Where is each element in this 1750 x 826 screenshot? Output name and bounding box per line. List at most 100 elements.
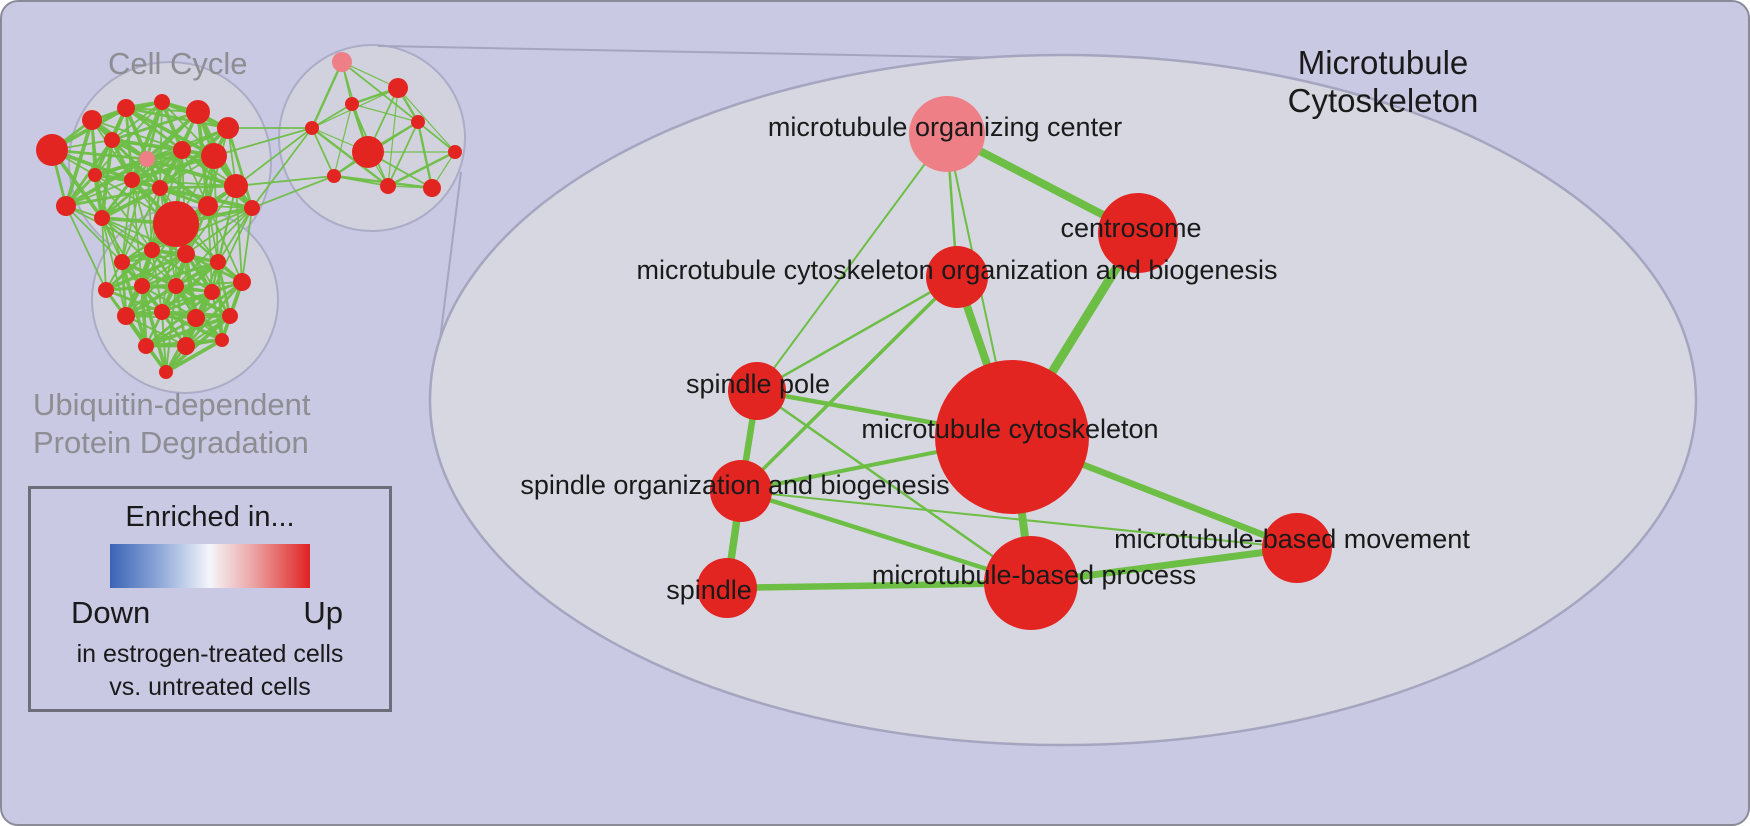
zoom-network-labels: microtubule organizing centercentrosomem… [520,112,1470,605]
mini-node [134,278,150,294]
mini-edge [311,127,389,187]
mini-edge [111,110,199,142]
mini-node [305,121,319,135]
mini-edge [101,186,161,220]
node-label-movement: microtubule-based movement [1114,524,1470,554]
mini-edge [341,61,399,89]
mini-node [222,308,238,324]
mini-edge [217,207,253,263]
mini-edge [120,261,148,347]
mini-node [352,136,384,168]
node-label-moc: microtubule organizing center [768,112,1122,142]
mini-edge [226,127,254,209]
mini-edge [105,252,187,292]
mini-node [327,169,341,183]
node-process [984,536,1078,630]
mini-node [36,134,68,166]
mini-node [187,309,205,327]
edge-org-pole [755,275,959,393]
mini-node [114,254,130,270]
ubiquitin-label-line1: Ubiquitin-dependent [33,387,311,422]
legend-title: Enriched in... [125,501,295,533]
legend-caption-line1: in estrogen-treated cells [76,640,344,668]
node-movement [1262,513,1332,583]
mini-edge [161,290,213,314]
node-label-org: microtubule cytoskeleton organization an… [637,255,1278,285]
zoom-network-nodes [697,96,1332,630]
mini-edge [241,207,253,283]
mini-node [139,151,155,167]
mini-node [117,99,135,117]
mini-edge [125,284,177,318]
zoom-title-line1: Microtubule [1297,44,1469,81]
mini-edge [333,103,353,177]
mini-edge [165,285,177,373]
mini-edge [141,253,187,287]
mini-edge [251,127,313,209]
mini-edge [341,61,419,123]
mini-edge [131,154,215,182]
mini-node [56,196,76,216]
mini-node [124,172,140,188]
mini-node [98,282,114,298]
cell-cycle-cluster-label: Cell Cycle [108,46,248,81]
mini-node [201,143,227,169]
mini-edge [105,248,153,292]
legend-up-label: Up [303,595,343,630]
mini-edge [101,217,127,317]
mini-edge [159,184,237,190]
mini-node [388,78,408,98]
mini-edge [251,175,335,209]
mini-edge [65,205,153,251]
legend: Enriched in... Down Up in estrogen-treat… [28,486,392,712]
node-moc [909,96,985,172]
mini-node [215,333,229,347]
mini-node [138,338,154,354]
mini-node [198,196,218,216]
mini-node [177,337,195,355]
legend-down-label: Down [71,595,151,630]
mini-edge [416,121,434,189]
mini-node [117,307,135,325]
node-label-pole: spindle pole [686,369,830,399]
node-label-sporg: spindle organization and biogenesis [520,470,949,500]
mini-edge [207,205,243,283]
mini-node [423,179,441,197]
mini-node [168,278,184,294]
mini-edge [111,101,163,141]
mini-node [177,245,195,263]
mini-node [152,180,168,196]
edge-spindle-process [723,579,1035,592]
mini-edge [125,315,187,347]
mini-node [144,242,160,258]
mini-edge [397,87,456,153]
mini-edge [235,175,335,187]
mini-node [210,254,226,270]
mini-edge [65,205,123,263]
zoom-title-line2: Cytoskeleton [1287,82,1479,119]
mini-edge [64,119,94,207]
mini-edge [311,127,335,177]
zoom-cluster-title: Microtubule Cytoskeleton [1273,44,1493,120]
mini-edge [310,61,344,129]
mini-edge [121,187,161,263]
node-centrosome [1098,193,1178,273]
mini-edge [121,260,177,288]
ubiquitin-cluster-label: Ubiquitin-dependent Protein Degradation [33,386,311,462]
mini-node [244,200,260,216]
mini-edge [417,121,456,153]
mini-edge [94,101,163,176]
mini-node [345,97,359,111]
legend-gradient-bar [110,544,310,588]
node-sporg [710,460,772,522]
mini-node [82,110,102,130]
mini-edge [94,148,183,177]
node-pole [728,362,786,420]
mini-edge [141,260,219,288]
mini-edge [65,205,107,291]
mini-node [88,168,102,182]
mini-edge [235,127,313,187]
mini-edge [125,291,213,317]
mini-edge [131,148,183,182]
mini-node [332,52,352,72]
